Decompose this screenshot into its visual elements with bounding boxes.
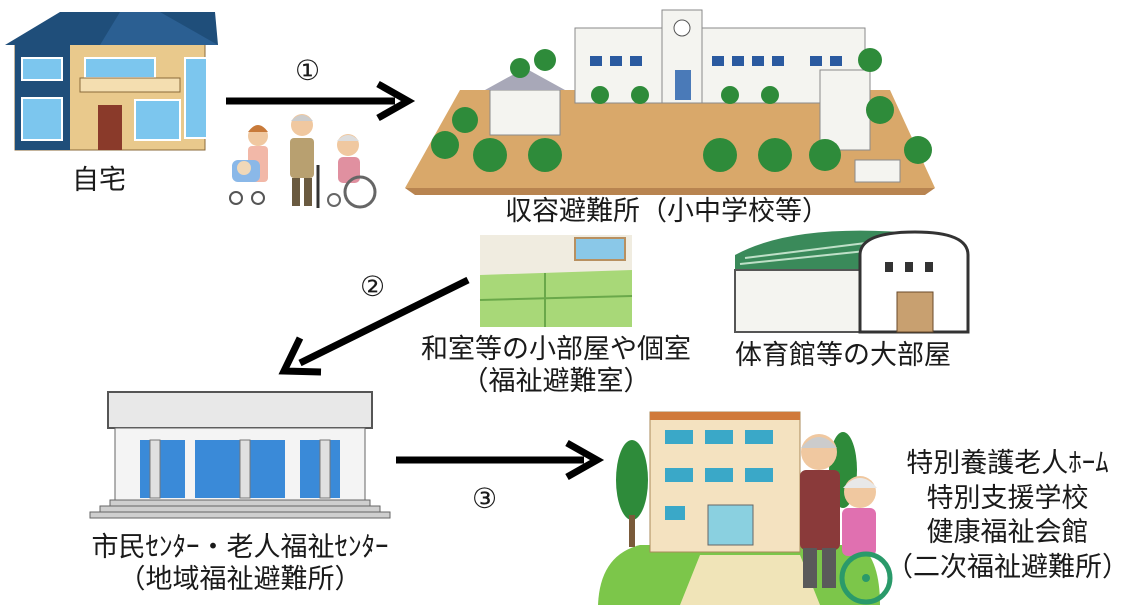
arrow-step-1 [226, 80, 416, 122]
community-center-title: 市民ｾﾝﾀｰ・老人福祉ｾﾝﾀｰ [91, 532, 389, 563]
label-large-room: 体育館等の大部屋 [735, 340, 951, 371]
step-3-marker: ③ [472, 482, 498, 515]
facility-line-1: 特別養護老人ﾎｰﾑ [906, 448, 1109, 479]
facility-line-3: 健康福祉会館 [926, 517, 1089, 549]
evacuees-icon [229, 114, 377, 209]
arrow-step-3 [396, 439, 605, 481]
facility-line-2: 特別支援学校 [926, 482, 1089, 514]
label-home: 自宅 [72, 165, 126, 196]
community-center-subtitle: （地域福祉避難所） [118, 563, 362, 595]
step-1-marker: ① [295, 54, 321, 87]
facility-line-4: （二次福祉避難所） [886, 551, 1129, 583]
gymnasium-icon [734, 230, 970, 334]
step-2-marker: ② [360, 270, 386, 303]
elderly-couple-icon [800, 434, 893, 605]
house-icon [5, 12, 218, 151]
label-community-center: 市民ｾﾝﾀｰ・老人福祉ｾﾝﾀｰ （地域福祉避難所） [40, 532, 440, 596]
tatami-room-icon [479, 235, 633, 327]
label-care-facility: 特別養護老人ﾎｰﾑ 特別支援学校 健康福祉会館 （二次福祉避難所） [880, 447, 1135, 585]
arrow-step-2 [278, 276, 470, 376]
small-room-title: 和室等の小部屋や個室 [421, 334, 691, 365]
small-room-subtitle: （福祉避難室） [461, 365, 651, 397]
school-icon [405, 9, 935, 195]
label-evacuation-shelter: 収容避難所（小中学校等） [505, 196, 829, 227]
civic-center-icon [89, 391, 391, 519]
label-small-room: 和室等の小部屋や個室 （福祉避難室） [400, 334, 712, 398]
